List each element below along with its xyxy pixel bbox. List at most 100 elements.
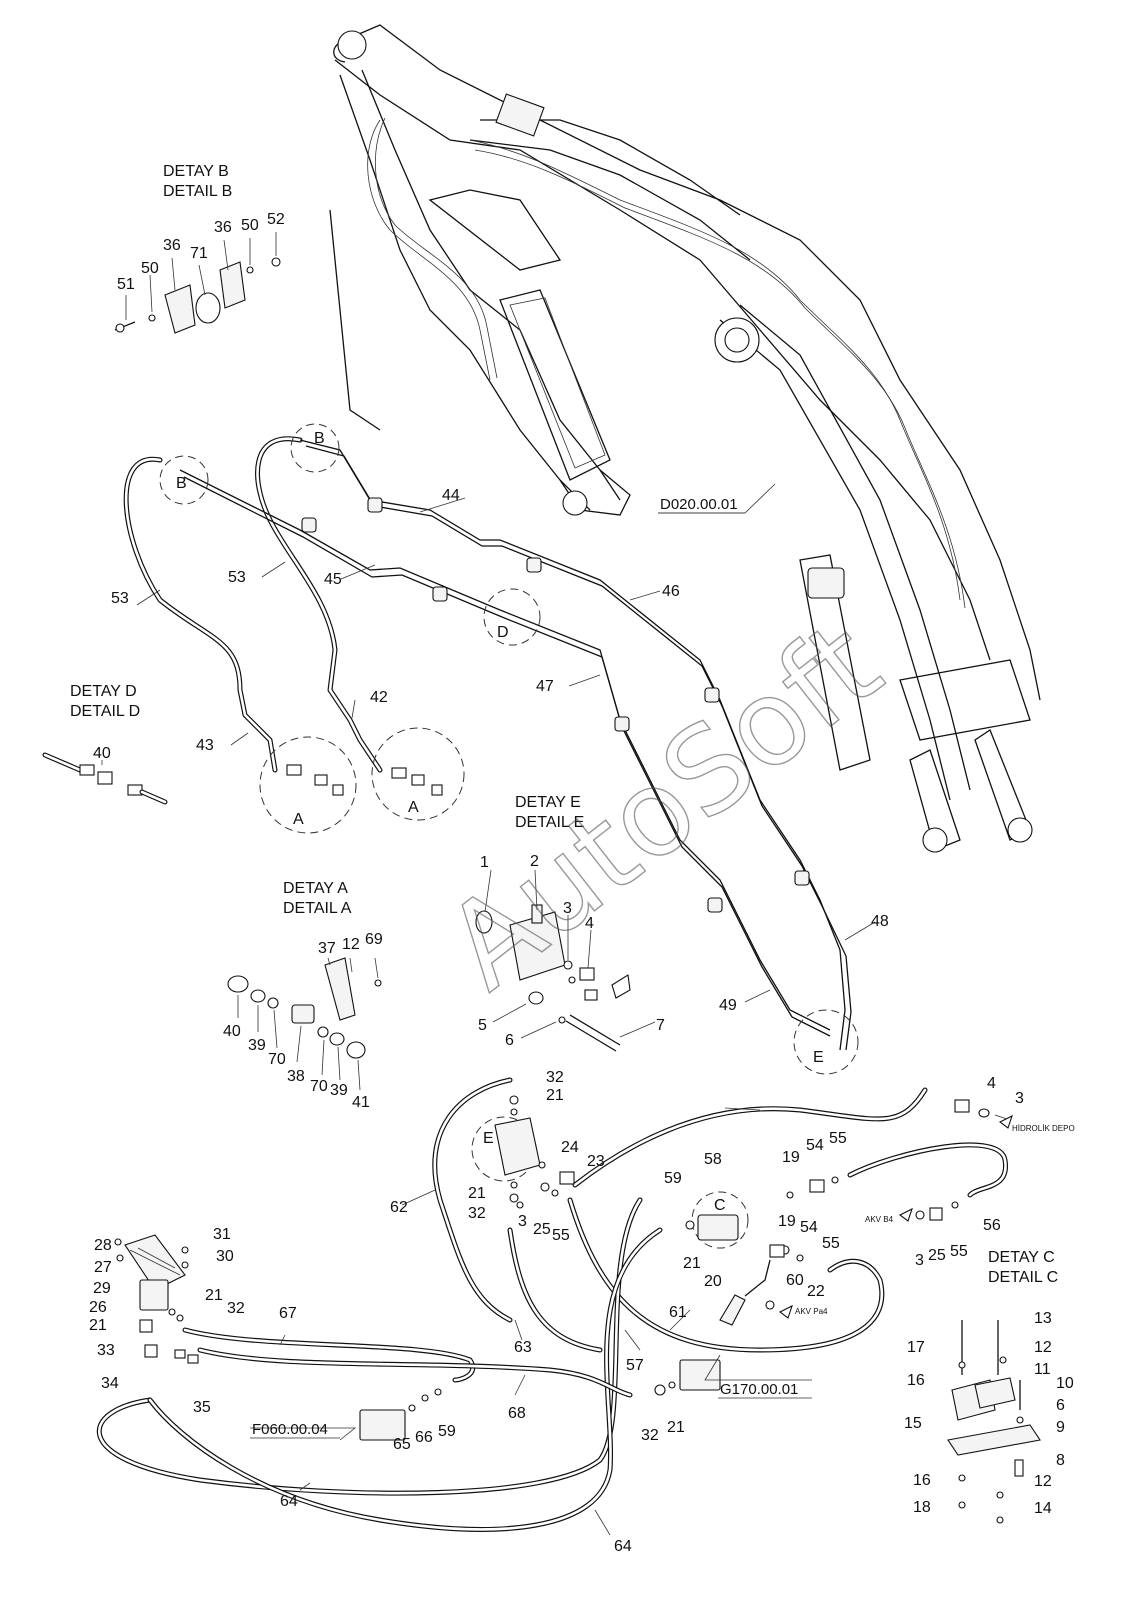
- part-number-69: 69: [365, 931, 383, 948]
- part-number-51: 51: [117, 276, 135, 293]
- part-number-64b: 64: [614, 1538, 632, 1555]
- circle-letter-e-lower: E: [483, 1130, 494, 1147]
- part-number-16b: 16: [913, 1472, 931, 1489]
- part-number-39: 39: [248, 1037, 266, 1054]
- part-number-17: 17: [907, 1339, 925, 1356]
- circle-letter-a-2: A: [408, 799, 419, 816]
- part-number-4b: 4: [987, 1075, 996, 1092]
- detail-b-title-en: DETAIL B: [163, 183, 232, 200]
- part-number-39b: 39: [330, 1082, 348, 1099]
- detail-c-title-en: DETAIL C: [988, 1269, 1058, 1286]
- part-number-54b: 54: [800, 1219, 818, 1236]
- part-number-12b: 12: [1034, 1339, 1052, 1356]
- detail-a-title-en: DETAIL A: [283, 900, 352, 917]
- part-number-3b: 3: [518, 1213, 527, 1230]
- part-number-32b: 32: [468, 1205, 486, 1222]
- part-number-37: 37: [318, 940, 336, 957]
- boom-hose-routing: B B D A A E: [123, 423, 859, 1075]
- part-number-19: 19: [782, 1149, 800, 1166]
- part-number-62: 62: [390, 1199, 408, 1216]
- part-number-11: 11: [1034, 1361, 1051, 1378]
- part-number-21f: 21: [205, 1287, 223, 1304]
- part-number-21b: 21: [468, 1185, 486, 1202]
- part-number-18: 18: [913, 1499, 931, 1516]
- part-number-4: 4: [585, 915, 594, 932]
- part-number-32c: 32: [641, 1427, 659, 1444]
- annotation-akv-pa4: AKV Pa4: [795, 1307, 828, 1316]
- part-number-10: 10: [1056, 1375, 1074, 1392]
- reference-valve: G170.00.01: [720, 1381, 798, 1398]
- part-number-64: 64: [280, 1493, 298, 1510]
- part-number-61: 61: [669, 1304, 687, 1321]
- part-number-44: 44: [442, 487, 460, 504]
- part-number-21: 21: [546, 1087, 564, 1104]
- part-number-50: 50: [141, 260, 159, 277]
- part-number-59b: 59: [438, 1423, 456, 1440]
- part-number-53: 53: [111, 590, 129, 607]
- part-number-49: 49: [719, 997, 737, 1014]
- watermark: AutoSoft: [421, 595, 905, 1016]
- detail-b: DETAY B DETAIL B: [114, 163, 281, 334]
- part-number-59: 59: [664, 1170, 682, 1187]
- part-number-33: 33: [97, 1342, 115, 1359]
- part-number-65: 65: [393, 1436, 411, 1453]
- part-number-25b: 25: [928, 1247, 946, 1264]
- part-number-36: 36: [163, 237, 181, 254]
- part-number-58: 58: [704, 1151, 722, 1168]
- part-number-28: 28: [94, 1237, 112, 1254]
- part-number-42: 42: [370, 689, 388, 706]
- part-number-25: 25: [533, 1221, 551, 1238]
- part-number-6b: 6: [1056, 1397, 1065, 1414]
- part-number-48: 48: [871, 913, 889, 930]
- part-number-1: 1: [480, 854, 489, 871]
- part-number-56: 56: [983, 1217, 1001, 1234]
- part-number-8: 8: [1056, 1452, 1065, 1469]
- part-number-45: 45: [324, 571, 342, 588]
- part-number-26: 26: [89, 1299, 107, 1316]
- part-number-67: 67: [279, 1305, 297, 1322]
- part-number-35: 35: [193, 1399, 211, 1416]
- part-number-22: 22: [807, 1283, 825, 1300]
- pilot-hose-assembly: E C: [96, 1077, 1013, 1532]
- annotation-akv-b4: AKV B4: [865, 1215, 894, 1224]
- detail-c-title-tr: DETAY C: [988, 1249, 1055, 1266]
- part-number-15: 15: [904, 1415, 922, 1432]
- part-number-34: 34: [101, 1375, 119, 1392]
- circle-letter-b-1: B: [176, 475, 187, 492]
- part-number-40: 40: [93, 745, 111, 762]
- part-number-23: 23: [587, 1153, 605, 1170]
- part-number-2: 2: [530, 853, 539, 870]
- part-number-53b: 53: [228, 569, 246, 586]
- part-number-68: 68: [508, 1405, 526, 1422]
- part-number-24: 24: [561, 1139, 579, 1156]
- detail-d: DETAY D DETAIL D: [42, 683, 168, 805]
- part-number-41: 41: [352, 1094, 370, 1111]
- detail-a: DETAY A DETAIL A: [227, 880, 382, 1059]
- annotation-tank-port: HİDROLİK DEPO: [1012, 1124, 1075, 1133]
- part-number-27: 27: [94, 1259, 112, 1276]
- part-number-32: 32: [546, 1069, 564, 1086]
- part-number-38: 38: [287, 1068, 305, 1085]
- part-number-21c: 21: [683, 1255, 701, 1272]
- detail-e-title-tr: DETAY E: [515, 794, 581, 811]
- part-number-3d: 3: [915, 1252, 924, 1269]
- circle-letter-c: C: [714, 1197, 726, 1214]
- part-number-7: 7: [656, 1017, 665, 1034]
- part-number-60: 60: [786, 1272, 804, 1289]
- circle-letter-d: D: [497, 624, 509, 641]
- circle-letter-b-2: B: [314, 430, 325, 447]
- part-number-callouts: 51 50 36 71 36 50 52 53 53 45 44 46 47 4…: [89, 211, 1074, 1555]
- part-number-32d: 32: [227, 1300, 245, 1317]
- part-number-14: 14: [1034, 1500, 1052, 1517]
- part-number-46: 46: [662, 583, 680, 600]
- circle-letter-a-1: A: [293, 811, 304, 828]
- part-number-31: 31: [213, 1226, 231, 1243]
- part-number-43: 43: [196, 737, 214, 754]
- part-number-21d: 21: [667, 1419, 685, 1436]
- detail-c: DETAY C DETAIL C: [947, 1249, 1058, 1524]
- detail-b-title-tr: DETAY B: [163, 163, 229, 180]
- part-number-55b: 55: [829, 1130, 847, 1147]
- detail-d-title-en: DETAIL D: [70, 703, 140, 720]
- part-number-20: 20: [704, 1273, 722, 1290]
